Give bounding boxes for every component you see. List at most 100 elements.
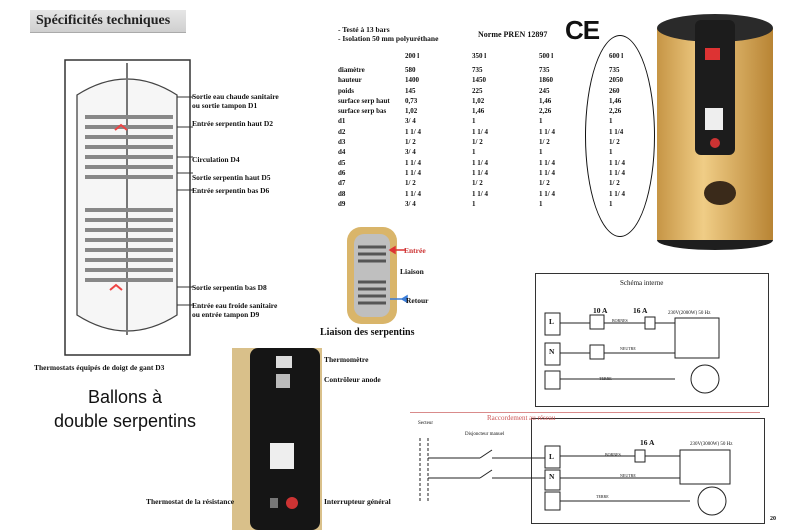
table-cell: 1 1/ 4 xyxy=(405,127,421,136)
row-label: d9 xyxy=(338,199,346,208)
table-cell: 0,73 xyxy=(405,96,418,105)
schema-terre: TERRE xyxy=(599,376,612,381)
liaison-caption: Liaison des serpentins xyxy=(320,327,415,338)
table-cell: 3/ 4 xyxy=(405,117,416,126)
schema-neutre: NEUTRE xyxy=(620,346,636,351)
table-cell: 1/ 2 xyxy=(472,179,483,188)
raccordement-rule xyxy=(410,412,760,413)
lower-coil xyxy=(85,208,173,282)
liaison-liaison: Liaison xyxy=(400,267,424,276)
entree-arrow-icon xyxy=(388,245,406,255)
raccordement-title: Raccordement au réseau xyxy=(487,414,556,422)
schema-rating: 230V(2000W) 50 Hz xyxy=(668,311,711,316)
table-cell: 3/ 4 xyxy=(405,199,416,208)
table-cell: 1 1/ 4 xyxy=(472,189,488,198)
table-cell: 1860 xyxy=(539,76,553,85)
fuse-16a: 16 A xyxy=(633,306,648,315)
row-label: d6 xyxy=(338,168,346,177)
table-cell: 1 xyxy=(539,117,543,126)
terminal-n: N xyxy=(549,347,555,356)
row-label: d2 xyxy=(338,127,346,136)
table-cell: 145 xyxy=(405,86,416,95)
table-cell: 1 xyxy=(539,199,543,208)
table-cell: 245 xyxy=(539,86,550,95)
page-number: 20 xyxy=(770,516,776,522)
label-d4: Circulation D4 xyxy=(192,155,240,164)
table-cell: 1 1/ 4 xyxy=(539,189,555,198)
raccordement-box xyxy=(531,418,765,524)
table-cell: 1 1/ 4 xyxy=(539,127,555,136)
table-cell: 1450 xyxy=(472,76,486,85)
row-label: d4 xyxy=(338,148,346,157)
raccordement-bornes: BORNES xyxy=(605,452,621,457)
test-notes: - Testé à 13 bars- Isolation 50 mm polyu… xyxy=(338,25,439,43)
table-cell: 1400 xyxy=(405,76,419,85)
col-header: 500 l xyxy=(539,51,554,60)
upper-coil xyxy=(85,115,173,179)
row-label: d3 xyxy=(338,138,346,147)
label-d5: Sortie serpentin haut D5 xyxy=(192,173,271,182)
table-cell: 1 1/ 4 xyxy=(472,168,488,177)
table-cell: 1 xyxy=(539,148,543,157)
control-panel-photo xyxy=(232,348,322,530)
row-label: d1 xyxy=(338,117,346,126)
row-label: surface serp bas xyxy=(338,107,387,116)
row-label: poids xyxy=(338,86,354,95)
boiler-photo xyxy=(657,14,773,250)
panel-interrupteur: Interrupteur général xyxy=(324,497,391,506)
raccordement-diagram xyxy=(419,438,731,516)
table-cell: 1/ 2 xyxy=(539,179,550,188)
row-label: hauteur xyxy=(338,76,362,85)
table-cell: 3/ 4 xyxy=(405,148,416,157)
terminal-l: L xyxy=(549,317,555,326)
table-cell: 580 xyxy=(405,66,416,74)
table-cell: 1 1/ 4 xyxy=(405,158,421,167)
table-cell: 1/ 2 xyxy=(405,138,416,147)
table-cell: 1,02 xyxy=(472,96,485,105)
label-d2: Entrée serpentin haut D2 xyxy=(192,119,274,128)
raccordement-terminal-n: N xyxy=(549,472,555,481)
table-cell: 225 xyxy=(472,86,483,95)
retour-arrow-icon xyxy=(390,294,408,304)
table-cell: 1 xyxy=(472,117,476,126)
norme-label: Norme PREN 12897 xyxy=(478,30,548,39)
row-label: diamètre xyxy=(338,66,365,74)
ce-mark: CE xyxy=(565,15,600,45)
row-label: d7 xyxy=(338,179,346,188)
table-cell: 1 1/ 4 xyxy=(472,127,488,136)
secteur-label: Secteur xyxy=(418,421,433,426)
table-cell: 1 1/ 4 xyxy=(539,168,555,177)
raccordement-neutre: NEUTRE xyxy=(620,473,636,478)
table-cell: 735 xyxy=(539,66,550,74)
col-header: 350 l xyxy=(472,51,487,60)
table-cell: 1,46 xyxy=(472,107,485,116)
label-d3: Thermostats équipés de doigt de gant D3 xyxy=(34,363,165,372)
liaison-tank-image xyxy=(347,227,397,324)
schema-interne-box xyxy=(535,273,769,407)
label-d8: Sortie serpentin bas D8 xyxy=(192,283,267,292)
panel-thermometre: Thermomètre xyxy=(324,355,369,364)
table-cell: 1 xyxy=(472,199,476,208)
disjoncteur-label: Disjoncteur manuel xyxy=(465,432,505,437)
table-cell: 1/ 2 xyxy=(472,138,483,147)
table-cell: 1,02 xyxy=(405,107,418,116)
schema-bornes: BORNES xyxy=(612,318,628,323)
table-cell: 1 xyxy=(472,148,476,157)
row-label: d8 xyxy=(338,189,346,198)
row-label: surface serp haut xyxy=(338,96,390,105)
panel-controleur: Contrôleur anode xyxy=(324,375,381,384)
page-title: Spécificités techniques xyxy=(30,10,186,33)
table-cell: 735 xyxy=(472,66,483,74)
panel-thermostat: Thermostat de la résistance xyxy=(146,497,235,506)
liaison-retour: Retour xyxy=(406,296,429,305)
col-header: 200 l xyxy=(405,51,420,60)
schema-interne-diagram xyxy=(544,312,720,394)
raccordement-rating: 230V(3000W) 50 Hz xyxy=(690,442,733,447)
raccordement-terre: TERRE xyxy=(596,494,609,499)
table-cell: 1 1/ 4 xyxy=(405,168,421,177)
raccordement-terminal-l: L xyxy=(549,452,555,461)
table-cell: 1 1/ 4 xyxy=(472,158,488,167)
